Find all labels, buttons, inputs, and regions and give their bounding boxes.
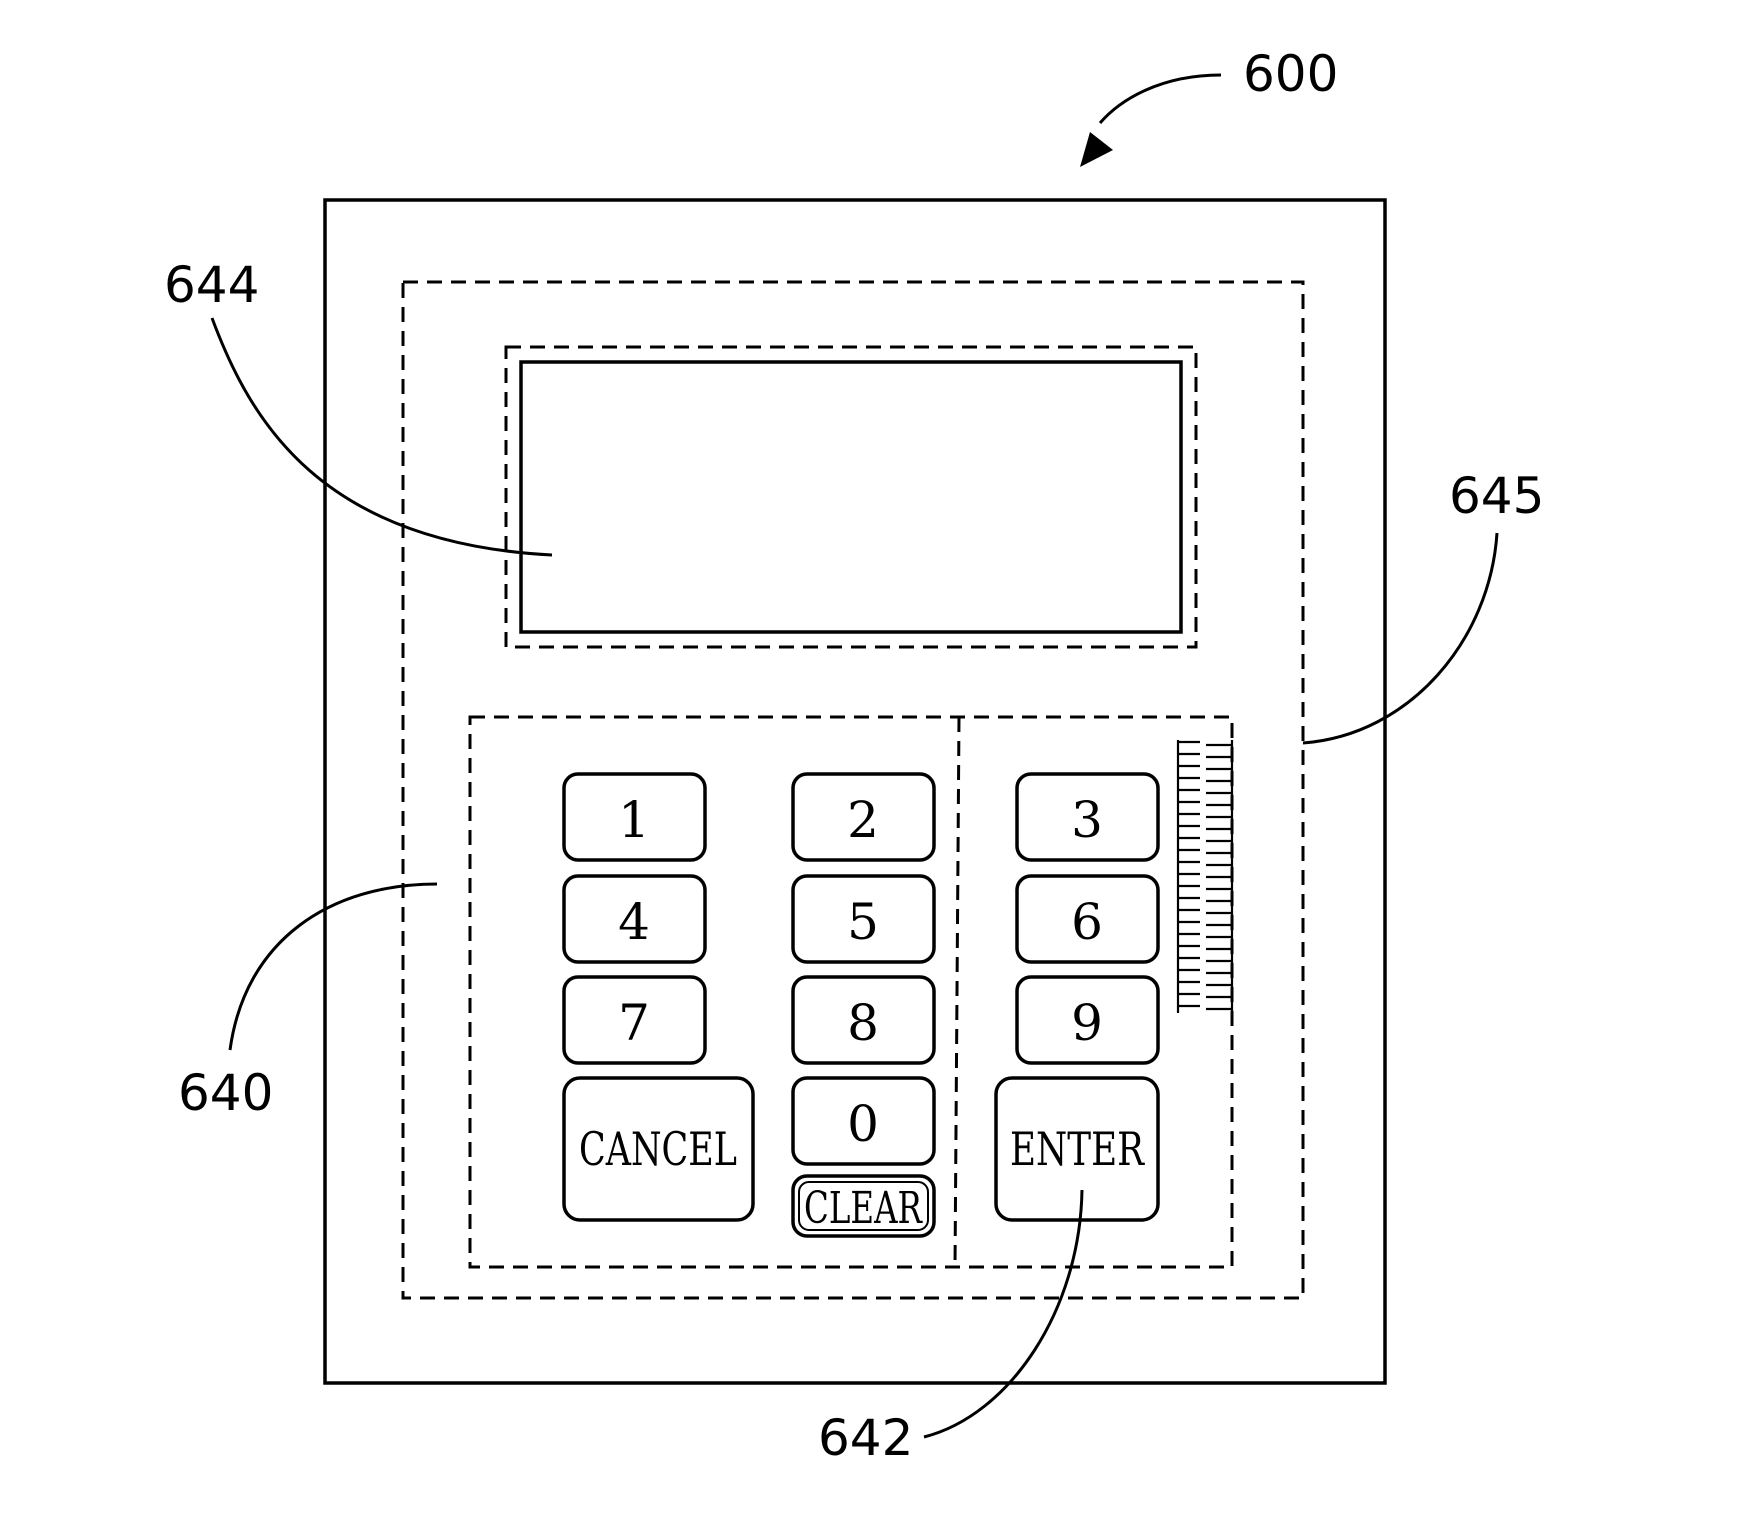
display-screen [521, 362, 1181, 632]
key-6-label: 6 [1071, 893, 1103, 951]
clear-key-label: CLEAR [804, 1183, 923, 1234]
key-1-label: 1 [618, 791, 650, 849]
key-7-label: 7 [618, 994, 650, 1052]
cancel-key-label: CANCEL [579, 1122, 737, 1176]
key-1[interactable]: 1 [564, 774, 705, 860]
ref-label-644: 644 [164, 256, 259, 314]
enter-key[interactable]: ENTER [996, 1078, 1158, 1220]
leader-line-640 [230, 884, 437, 1050]
key-2-label: 2 [847, 791, 879, 849]
key-5-label: 5 [847, 893, 879, 951]
cancel-key[interactable]: CANCEL [564, 1078, 753, 1220]
leader-line-644 [212, 318, 552, 555]
key-8-label: 8 [847, 994, 879, 1052]
leader-line-645 [1303, 533, 1497, 743]
ref-label-642: 642 [818, 1409, 913, 1467]
key-4-label: 4 [618, 893, 650, 951]
enter-key-label: ENTER [1010, 1122, 1145, 1176]
key-8[interactable]: 8 [793, 977, 934, 1063]
keypad-divider [955, 717, 959, 1267]
key-7[interactable]: 7 [564, 977, 705, 1063]
card-slot-contacts [1178, 740, 1232, 1013]
key-4[interactable]: 4 [564, 876, 705, 962]
key-5[interactable]: 5 [793, 876, 934, 962]
leader-line-600 [1100, 75, 1221, 123]
key-6[interactable]: 6 [1017, 876, 1158, 962]
key-2[interactable]: 2 [793, 774, 934, 860]
key-9[interactable]: 9 [1017, 977, 1158, 1063]
ref-label-645: 645 [1449, 467, 1544, 525]
leader-line-642 [924, 1190, 1082, 1437]
leader-arrow-600 [1080, 132, 1113, 167]
key-3-label: 3 [1071, 791, 1103, 849]
key-9-label: 9 [1071, 994, 1103, 1052]
key-0-label: 0 [847, 1095, 879, 1153]
ref-label-600: 600 [1243, 45, 1338, 103]
key-0[interactable]: 0 [793, 1078, 934, 1164]
key-3[interactable]: 3 [1017, 774, 1158, 860]
display-frame [506, 347, 1196, 647]
ref-label-640: 640 [178, 1064, 273, 1122]
clear-key[interactable]: CLEAR [793, 1176, 934, 1236]
